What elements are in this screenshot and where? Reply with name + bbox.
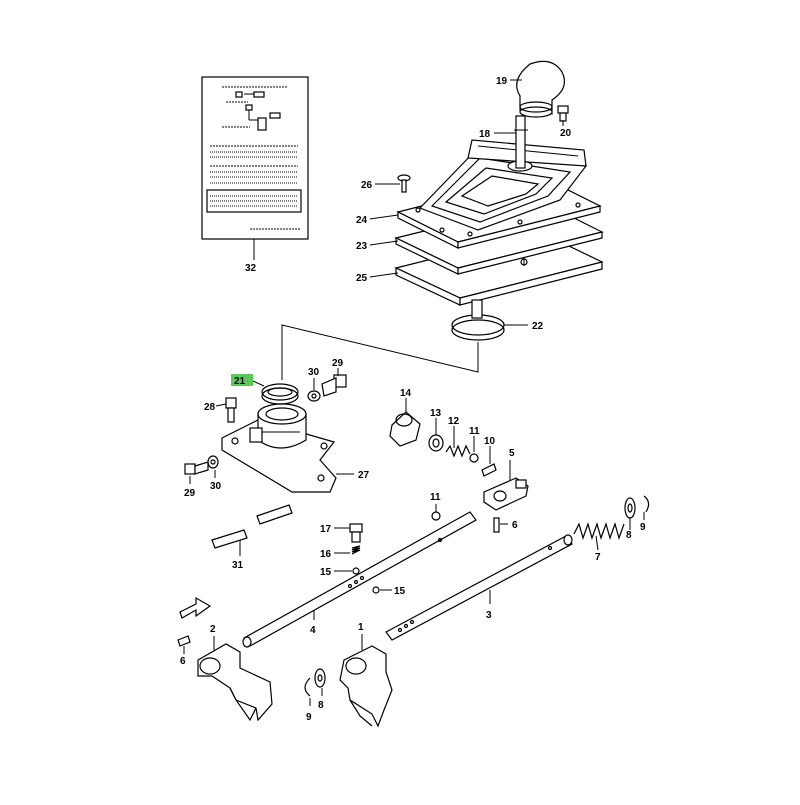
callout-11-a: 11 — [469, 426, 480, 437]
part-28-bolt — [225, 397, 237, 423]
callout-12: 12 — [448, 416, 460, 427]
callout-28: 28 — [204, 402, 216, 413]
callout-15-a: 15 — [320, 567, 332, 578]
callout-32: 32 — [245, 263, 257, 274]
part-2-shift-fork — [197, 643, 273, 722]
callout-26: 26 — [361, 180, 373, 191]
leader-28 — [215, 403, 227, 407]
part-11-ball-a — [469, 453, 479, 463]
part-16-spring — [351, 545, 361, 555]
highlight-21 — [231, 374, 253, 386]
part-9-clip-a — [643, 495, 650, 513]
part-22-boot-ring — [451, 299, 505, 341]
leader-25 — [369, 272, 399, 278]
callout-19: 19 — [496, 76, 508, 87]
part-1-shift-fork — [339, 645, 393, 728]
callout-9-b: 9 — [306, 712, 312, 723]
part-12-spring — [445, 444, 471, 458]
part-14-plug — [389, 411, 421, 447]
part-3-shaft — [385, 534, 573, 641]
part-9-clip-b — [304, 677, 311, 697]
callout-5: 5 — [509, 448, 515, 459]
front-arrow-icon — [179, 596, 212, 619]
part-19-knob — [516, 60, 565, 118]
part-18-lever-shaft — [514, 115, 528, 169]
part-26-screw — [397, 174, 411, 193]
callout-9-a: 9 — [640, 522, 646, 533]
part-7-spring — [573, 522, 625, 540]
part-13-washer — [428, 434, 444, 452]
callout-25: 25 — [356, 273, 368, 284]
callout-17: 17 — [320, 524, 332, 535]
callout-31: 31 — [232, 560, 244, 571]
callout-1: 1 — [358, 622, 364, 633]
part-8-washer-a — [624, 497, 636, 519]
callout-10: 10 — [484, 436, 496, 447]
leader-23 — [369, 240, 399, 246]
callout-8-a: 8 — [626, 530, 632, 541]
part-17-bolt — [349, 523, 363, 543]
callout-18: 18 — [479, 129, 491, 140]
part-29-bolt-a — [321, 374, 347, 397]
callout-14: 14 — [400, 388, 412, 399]
callout-24: 24 — [356, 215, 368, 226]
callout-8-b: 8 — [318, 700, 324, 711]
leader-7 — [595, 535, 599, 551]
callout-30-bottom: 30 — [210, 481, 222, 492]
part-15-ball-b — [372, 586, 380, 594]
part-20-bolt — [557, 105, 569, 122]
leader-21 — [252, 380, 265, 387]
part-5-yoke — [483, 477, 529, 511]
part-32-label-card — [201, 76, 309, 240]
part-6-pin-a — [493, 517, 500, 533]
callout-30-top: 30 — [308, 367, 320, 378]
part-18-boot — [418, 139, 588, 231]
callout-3: 3 — [486, 610, 492, 621]
connector-line — [281, 324, 479, 380]
part-30-washer-a — [307, 390, 321, 402]
callout-20: 20 — [560, 128, 572, 139]
part-10-pin — [481, 463, 497, 477]
part-4-shaft — [242, 511, 477, 648]
callout-29-bottom: 29 — [184, 488, 196, 499]
callout-22: 22 — [532, 321, 544, 332]
leader-24 — [369, 214, 399, 220]
callout-2: 2 — [210, 624, 216, 635]
part-11-ball-b — [431, 511, 441, 521]
callout-13: 13 — [430, 408, 442, 419]
part-27-case-body — [249, 403, 307, 449]
callout-6-b: 6 — [180, 656, 186, 667]
callout-16: 16 — [320, 549, 332, 560]
part-8-washer-b — [314, 668, 326, 688]
part-30-washer-b — [207, 455, 219, 469]
callout-11-b: 11 — [430, 492, 441, 503]
part-31-pins — [211, 504, 293, 549]
part-15-ball-a — [352, 567, 360, 575]
callout-27: 27 — [358, 470, 370, 481]
callout-6-a: 6 — [512, 520, 518, 531]
part-29-bolt-b — [184, 461, 209, 475]
callout-23: 23 — [356, 241, 368, 252]
part-6-pin-b — [177, 635, 191, 647]
callout-7: 7 — [595, 552, 601, 563]
callout-21: 21 — [234, 376, 246, 387]
callout-15-b: 15 — [394, 586, 406, 597]
callout-4: 4 — [310, 625, 316, 636]
callout-29-top: 29 — [332, 358, 344, 369]
part-21-seal — [261, 383, 299, 405]
